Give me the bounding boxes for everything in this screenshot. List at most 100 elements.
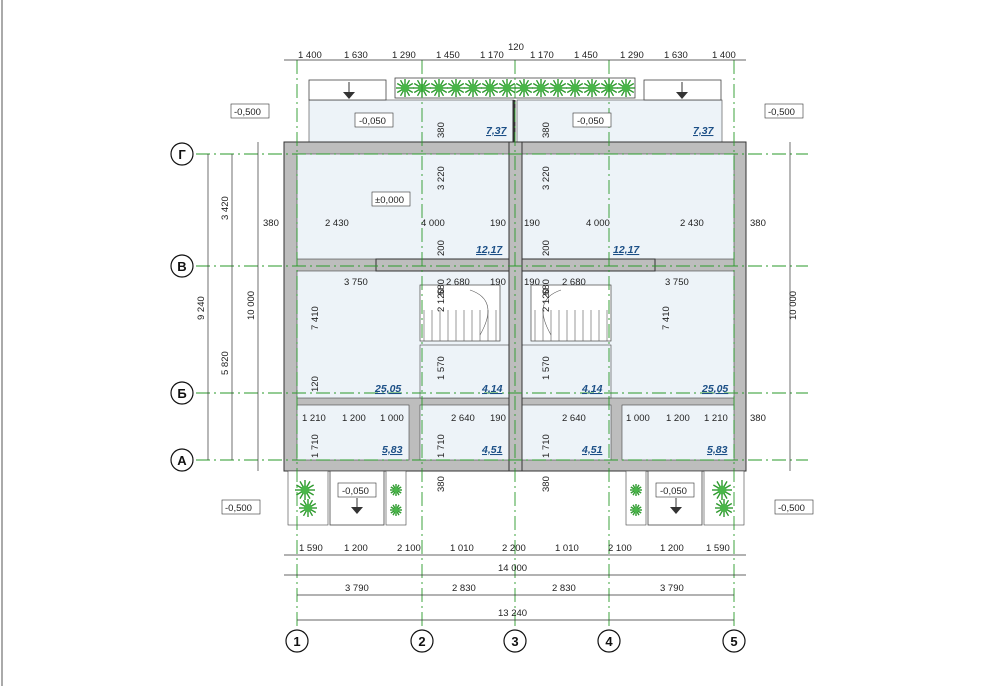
row-axis-bubble (170, 381, 194, 405)
left-dim-overall: 10 000 (246, 291, 257, 320)
dim-3220-l: 3 220 (436, 166, 447, 190)
dim-120-l: 120 (310, 376, 321, 392)
shrub-icon (502, 83, 512, 93)
room-entry-left (296, 404, 410, 461)
bottom-dim: 2 100 (608, 543, 632, 554)
shrub-icon (400, 83, 410, 93)
terrace-left (308, 99, 515, 143)
dim-1000-r: 1 000 (626, 413, 650, 424)
room-closet-left (419, 404, 510, 461)
dim-380-l: 380 (263, 218, 279, 229)
level-outside-tl: -0,500 (234, 107, 261, 118)
dim-200-l: 200 (436, 240, 447, 256)
room-bath-left (419, 344, 510, 399)
level-porch-bl: -0,050 (342, 486, 369, 497)
area-living-right: 12,17 (613, 244, 640, 256)
column-axis-bubble (503, 629, 527, 653)
stair-left (419, 284, 501, 342)
level-outside-br: -0,500 (778, 503, 805, 514)
bottom-dim: 1 200 (344, 543, 368, 554)
dim-2430-l: 2 430 (325, 218, 349, 229)
dim-1710-cl: 1 710 (436, 434, 447, 458)
wall-axis-v-right (521, 258, 656, 272)
column-axis-label: 2 (418, 634, 425, 649)
top-dim: 1 290 (392, 50, 416, 61)
dim-4000-l: 4 000 (421, 218, 445, 229)
bottom-dim: 2 100 (397, 543, 421, 554)
column-axis-label: 5 (730, 634, 737, 649)
column-axis-bubble (285, 629, 309, 653)
shrub-icon (570, 83, 580, 93)
shrub-groups-bottom (295, 480, 733, 517)
dim-380-br: 380 (541, 476, 552, 492)
area-bath-left: 4,14 (481, 383, 503, 395)
shrub-icon (633, 507, 639, 513)
row-axis-label: В (177, 259, 186, 274)
dim-7410-r: 7 410 (661, 306, 672, 330)
level-porch-tl: -0,050 (359, 116, 386, 127)
dim-190-l3: 190 (490, 413, 506, 424)
dim-190-r: 190 (524, 218, 540, 229)
stair-treads (423, 289, 608, 341)
top-dim: 1 630 (344, 50, 368, 61)
area-terrace-left: 7,37 (486, 125, 508, 137)
column-axis-bubble (597, 629, 621, 653)
bottom-dim: 1 590 (706, 543, 730, 554)
room-living-right (521, 153, 735, 260)
dim-380-tr: 380 (541, 122, 552, 138)
area-terrace-right: 7,37 (693, 125, 715, 137)
dim-1200-r: 1 200 (666, 413, 690, 424)
bottom-dim: 1 010 (450, 543, 474, 554)
right-dim-overall: 10 000 (788, 291, 799, 320)
dim-380-rb: 380 (750, 413, 766, 424)
area-entry-left: 5,83 (382, 444, 403, 456)
bottom-dim: 1 200 (660, 543, 684, 554)
dim-380-tl: 380 (436, 122, 447, 138)
dim-7410-l: 7 410 (310, 306, 321, 330)
shrub-icon (553, 83, 563, 93)
dim-1570-r: 1 570 (541, 356, 552, 380)
shrub-icon (393, 507, 399, 513)
dim-2640-r: 2 640 (562, 413, 586, 424)
grid-axes (196, 60, 808, 628)
room-closet-right (521, 404, 612, 461)
dim-2120-l: 2 120 (436, 288, 447, 312)
dim-1710-l: 1 710 (310, 434, 321, 458)
dim-200-r: 200 (541, 240, 552, 256)
dim-2640-l: 2 640 (451, 413, 475, 424)
dim-1200-l: 1 200 (342, 413, 366, 424)
top-dim: 1 290 (620, 50, 644, 61)
area-entry-right: 5,83 (707, 444, 728, 456)
level-outside-tr: -0,500 (768, 107, 795, 118)
top-dim: 1 400 (712, 50, 736, 61)
dim-190-r2: 190 (524, 277, 540, 288)
top-dim: 1 450 (574, 50, 598, 61)
dim-680-l: 680 (436, 279, 447, 295)
dim-3220-r: 3 220 (541, 166, 552, 190)
dim-380-bl: 380 (436, 476, 447, 492)
row-axis-bubble (170, 254, 194, 278)
shrub-icon (303, 503, 313, 513)
party-wall (508, 141, 523, 472)
dim-680-r: 680 (541, 279, 552, 295)
shrub-icon (719, 503, 729, 513)
area-hall-right: 25,05 (701, 383, 728, 395)
bottom-dim-2: 2 830 (452, 583, 476, 594)
top-dim: 1 170 (480, 50, 504, 61)
bottom-dim-2: 3 790 (345, 583, 369, 594)
dim-2120-r: 2 120 (541, 288, 552, 312)
level-zero: ±0,000 (375, 195, 404, 206)
shrub-icon (434, 83, 444, 93)
planter-br-1 (625, 470, 647, 526)
room-living-left (296, 153, 510, 260)
row-axis-bubble (170, 448, 194, 472)
level-porch-br: -0,050 (660, 486, 687, 497)
shrub-row-top (396, 79, 635, 97)
area-bath-right: 4,14 (581, 383, 603, 395)
wall-axis-v-left (375, 258, 510, 272)
dim-2430-r: 2 430 (680, 218, 704, 229)
